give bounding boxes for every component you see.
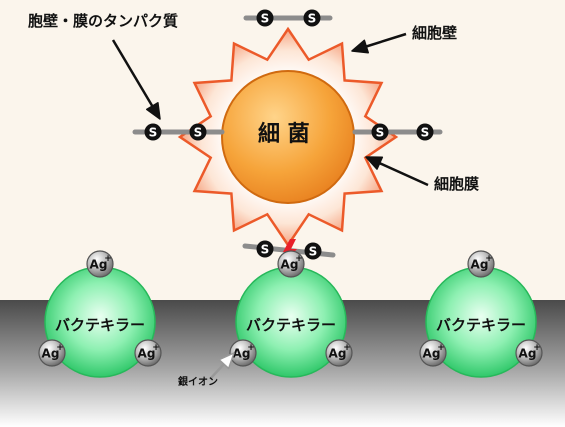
silver-ion-symbol: Ag (281, 258, 299, 272)
cell-membrane (221, 70, 355, 204)
s-atom (371, 123, 389, 141)
bacteki-label: バクテキラー (55, 316, 145, 334)
silver-ion-charge: + (343, 343, 351, 353)
silver-ion: Ag+ (86, 250, 114, 278)
silver-ion-label: 銀イオン (178, 377, 218, 388)
s-atom-label: S (261, 12, 270, 26)
s-atom (304, 242, 322, 260)
bacteki-label: バクテキラー (246, 316, 336, 334)
silver-ion-symbol: Ag (329, 347, 347, 361)
silver-ion-arrow (210, 352, 235, 379)
cell-wall-label: 細胞壁 (412, 24, 458, 42)
silver-ion: Ag+ (277, 250, 305, 278)
s-atom-label: S (308, 12, 317, 26)
bacterium-label: 細 菌 (258, 122, 310, 147)
silver-ion: Ag+ (419, 339, 447, 367)
silver-ion-charge: + (104, 254, 112, 264)
s-atom (256, 240, 274, 258)
s-atom-label: S (309, 245, 318, 259)
cell-membrane-arrow (365, 156, 429, 187)
protein-label: 胞壁・膜のタンパク質 (28, 12, 179, 30)
silver-ion: Ag+ (325, 339, 353, 367)
silver-ion-charge: + (295, 254, 303, 264)
cell-membrane-label: 細胞膜 (434, 175, 480, 193)
silver-ion-symbol: Ag (233, 347, 251, 361)
s-atom-label: S (194, 126, 203, 140)
s-atom-label: S (376, 126, 385, 140)
cell-wall-arrow (351, 32, 407, 54)
bacteki-group: バクテキラーAg+Ag+Ag+バクテキラーAg+Ag+Ag+バクテキラーAg+A… (38, 250, 543, 378)
silver-ion-symbol: Ag (519, 347, 537, 361)
silver-ion: Ag+ (467, 250, 495, 278)
protein-arrow (111, 39, 161, 120)
silver-ion-symbol: Ag (471, 258, 489, 272)
s-atom (144, 123, 162, 141)
silver-ion: Ag+ (229, 339, 257, 367)
silver-ion-charge: + (152, 343, 160, 353)
silver-ion: Ag+ (38, 339, 66, 367)
s-atom (189, 123, 207, 141)
s-atom-label: S (261, 243, 270, 257)
s-atom (303, 9, 321, 27)
silver-ion-symbol: Ag (90, 258, 108, 272)
silver-ion-symbol: Ag (42, 347, 60, 361)
silver-ion-symbol: Ag (423, 347, 441, 361)
silver-ion-charge: + (533, 343, 541, 353)
s-atom (416, 123, 434, 141)
s-atom-label: S (149, 126, 158, 140)
arrow-group (111, 32, 429, 379)
silver-ion-charge: + (437, 343, 445, 353)
silver-ion-charge: + (56, 343, 64, 353)
silver-ion-charge: + (247, 343, 255, 353)
silver-ion: Ag+ (134, 339, 162, 367)
silver-ion: Ag+ (515, 339, 543, 367)
silver-ion-charge: + (485, 254, 493, 264)
s-atom (256, 9, 274, 27)
bacteki-label: バクテキラー (436, 316, 526, 334)
s-atom-label: S (421, 126, 430, 140)
silver-ion-symbol: Ag (138, 347, 156, 361)
